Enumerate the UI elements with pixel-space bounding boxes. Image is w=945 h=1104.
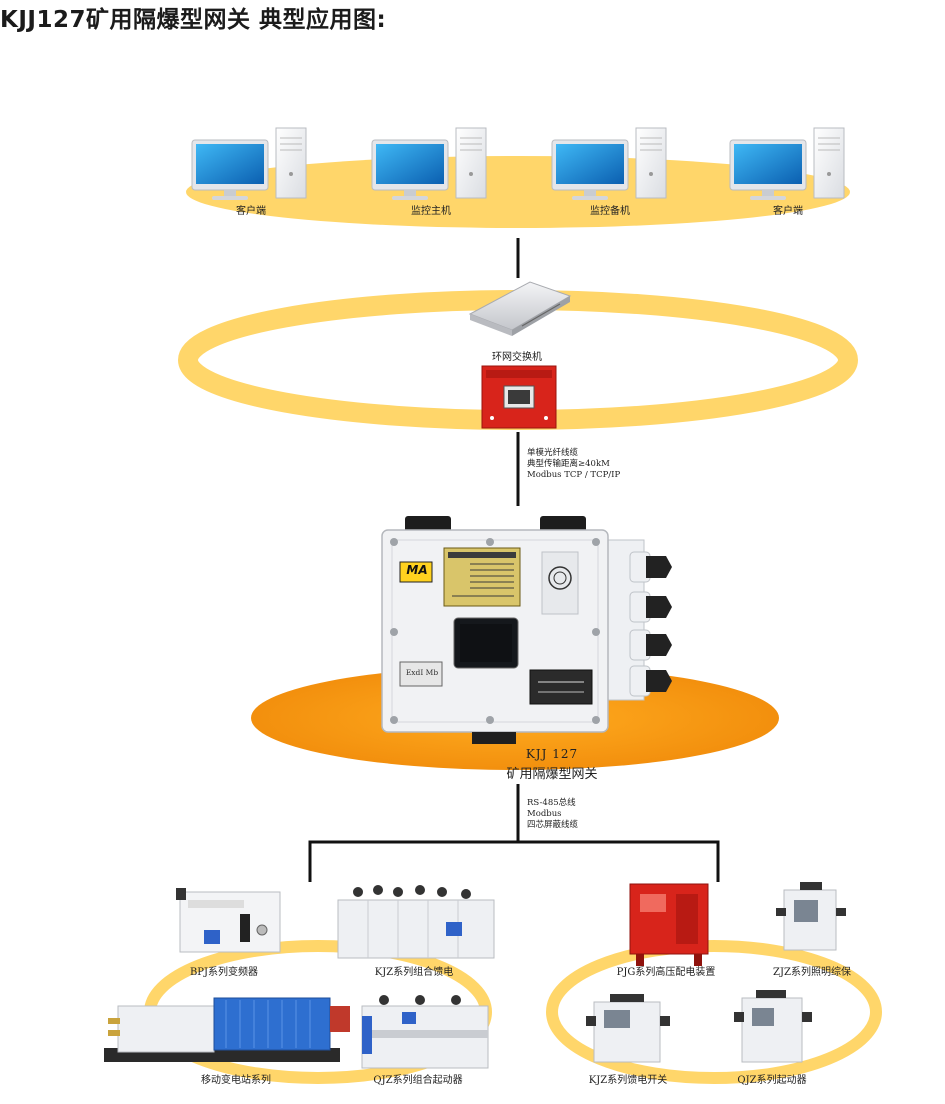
pjg-hv-distribution-label: PJG系列高压配电装置 bbox=[616, 967, 716, 978]
fiber-line-2: 典型传输距离≥40kM bbox=[527, 459, 610, 469]
page-title: KJJ127矿用隔爆型网关 典型应用图: bbox=[0, 7, 387, 33]
gateway-name-label: 矿用隔爆型网关 bbox=[506, 767, 598, 782]
backup-host-computer bbox=[551, 127, 667, 200]
fiber-line-1: 单模光纤线缆 bbox=[527, 448, 579, 458]
mobile-substation-label: 移动变电站系列 bbox=[201, 1075, 271, 1086]
qjz-starter-label: QJZ系列起动器 bbox=[737, 1075, 807, 1086]
mobile-substation-device bbox=[104, 997, 350, 1062]
client-computer-1 bbox=[191, 127, 307, 200]
gateway-model-label: KJJ 127 bbox=[525, 747, 579, 761]
switch-label: 环网交换机 bbox=[492, 352, 542, 363]
rs485-line-3: 四芯屏蔽线缆 bbox=[527, 820, 579, 830]
rs485-line-2: Modbus bbox=[527, 809, 562, 819]
backup-host-label: 监控备机 bbox=[590, 206, 630, 217]
converter-box bbox=[481, 365, 557, 429]
kjz-combo-feeder-label: KJZ系列组合馈电 bbox=[374, 967, 454, 978]
host-computer bbox=[371, 127, 487, 200]
client-ring bbox=[186, 156, 850, 228]
kjz-combo-feeder-device bbox=[337, 885, 495, 959]
fiber-cable-label: 单模光纤线缆 典型传输距离≥40kM Modbus TCP / TCP/IP bbox=[527, 448, 620, 481]
host-label: 监控主机 bbox=[411, 206, 451, 217]
rs485-bus bbox=[308, 840, 720, 882]
client-label-1: 客户端 bbox=[236, 206, 266, 217]
gateway-device bbox=[381, 516, 672, 744]
exd-plate: ExdI Mb bbox=[405, 668, 439, 677]
rs485-cable-label: RS-485总线 Modbus 四芯屏蔽线缆 bbox=[527, 798, 578, 831]
client-computer-2 bbox=[729, 127, 845, 200]
zjz-lighting-protector-label: ZJZ系列照明综保 bbox=[773, 967, 851, 978]
right-device-ring bbox=[546, 940, 882, 1084]
zjz-lighting-protector-device bbox=[776, 882, 846, 951]
bpj-inverter-device bbox=[176, 888, 281, 953]
fiber-line-3: Modbus TCP / TCP/IP bbox=[527, 470, 621, 480]
qjz-combo-starter-device bbox=[361, 995, 489, 1069]
pjg-hv-distribution-device bbox=[629, 883, 709, 966]
kjz-feeder-switch-device bbox=[586, 994, 670, 1063]
ma-badge: MA bbox=[406, 563, 428, 577]
bpj-inverter-label: BPJ系列变频器 bbox=[189, 967, 259, 978]
qjz-combo-starter-label: QJZ系列组合起动器 bbox=[373, 1075, 463, 1086]
rs485-line-1: RS-485总线 bbox=[527, 798, 576, 808]
ring-switch bbox=[468, 281, 572, 336]
kjz-feeder-switch-label: KJZ系列馈电开关 bbox=[588, 1075, 668, 1086]
qjz-starter-device bbox=[734, 990, 812, 1063]
client-label-2: 客户端 bbox=[773, 206, 803, 217]
